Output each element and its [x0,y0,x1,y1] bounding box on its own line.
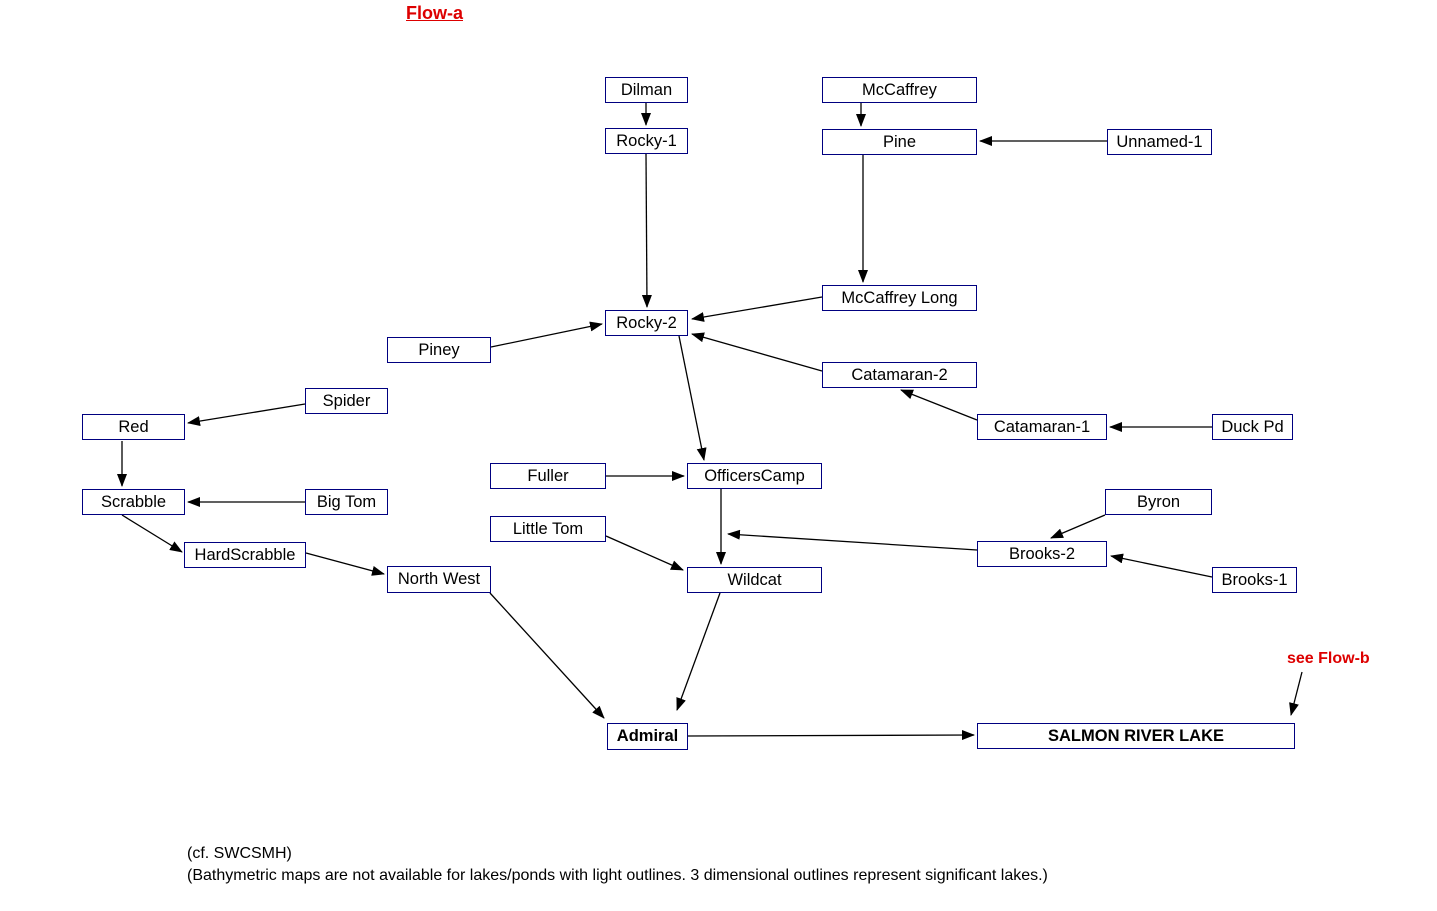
node-brooks-2: Brooks-2 [977,541,1107,567]
edge-rocky-2-to-officerscamp [678,335,707,461]
edge-catamaran-1-to-catamaran-2 [900,389,978,421]
node-label: Fuller [527,466,569,485]
edge-brooks-2-to-wildcat [727,529,978,551]
node-label: McCaffrey [862,80,937,99]
node-label: Brooks-1 [1221,570,1288,589]
node-catamaran-1: Catamaran-1 [977,414,1107,440]
node-label: Rocky-2 [616,313,677,332]
node-big-tom: Big Tom [305,489,388,515]
node-mccaffrey-long: McCaffrey Long [822,285,977,311]
node-rocky-2: Rocky-2 [605,310,688,336]
node-label: Dilman [620,80,673,99]
see-flow-b-label: see Flow-b [1287,650,1370,667]
node-label: Catamaran-2 [851,365,948,384]
node-pine: Pine [822,129,977,155]
node-label: Admiral [616,727,679,745]
edge-little-tom-to-wildcat [605,535,684,571]
footnotes: (cf. SWCSMH) (Bathymetric maps are not a… [187,843,1048,887]
node-dilman: Dilman [605,77,688,103]
node-label: Red [118,417,149,436]
node-mccaffrey: McCaffrey [822,77,977,103]
footnote-legend: (Bathymetric maps are not available for … [187,867,1048,884]
node-label: SALMON RIVER LAKE [1047,726,1224,745]
edge-hardscrabble-to-north-west [305,552,385,576]
node-label: Scrabble [100,492,167,511]
node-byron: Byron [1105,489,1212,515]
node-rocky-1: Rocky-1 [605,128,688,154]
node-label: Piney [418,340,460,359]
node-label: OfficersCamp [704,466,805,485]
node-wildcat: Wildcat [687,567,822,593]
node-unnamed-1: Unnamed-1 [1107,129,1212,155]
edge-rocky-1-to-rocky-2 [641,153,652,308]
node-brooks-1: Brooks-1 [1212,567,1297,593]
node-admiral: Admiral [607,723,688,750]
node-north-west: North West [387,566,491,593]
edge-mccaffrey-long-to-rocky-2 [691,296,823,322]
node-label: Rocky-1 [616,131,677,150]
edge-scrabble-to-hardscrabble [121,514,183,553]
edge-spider-to-red [187,403,306,427]
node-piney: Piney [387,337,491,363]
footnote-source: (cf. SWCSMH) [187,845,292,862]
node-label: Unnamed-1 [1116,132,1203,151]
edge-piney-to-rocky-2 [490,321,603,348]
node-label: North West [397,570,481,588]
node-officerscamp: OfficersCamp [687,463,822,489]
edge-admiral-to-salmon-river-lake [687,730,975,741]
node-label: HardScrabble [194,545,296,564]
node-label: McCaffrey Long [841,288,958,307]
node-label: Pine [882,132,917,151]
node-salmon-river-lake: SALMON RIVER LAKE [977,723,1295,749]
node-scrabble: Scrabble [82,489,185,515]
node-duck-pd: Duck Pd [1212,414,1293,440]
edge-brooks-1-to-brooks-2 [1110,553,1213,578]
node-label: Catamaran-1 [993,417,1091,436]
node-fuller: Fuller [490,463,606,489]
diagram-title: Flow-a [406,3,463,23]
node-label: Spider [322,391,371,410]
node-red: Red [82,414,185,440]
edge-wildcat-to-admiral [676,592,721,711]
edge-byron-to-brooks-2 [1050,514,1106,539]
node-label: Duck Pd [1221,417,1284,436]
node-label: Wildcat [727,570,782,589]
node-hardscrabble: HardScrabble [184,542,306,568]
node-label: Brooks-2 [1008,544,1076,563]
node-little-tom: Little Tom [490,516,606,542]
node-catamaran-2: Catamaran-2 [822,362,977,388]
node-spider: Spider [305,388,388,414]
edge-see-flow-b-to-salmon-river-lake [1289,671,1303,716]
node-label: Little Tom [512,519,584,538]
node-label: Big Tom [316,492,377,511]
node-label: Byron [1136,492,1181,511]
edge-north-west-to-admiral [489,592,605,719]
edge-catamaran-2-to-rocky-2 [691,332,823,372]
